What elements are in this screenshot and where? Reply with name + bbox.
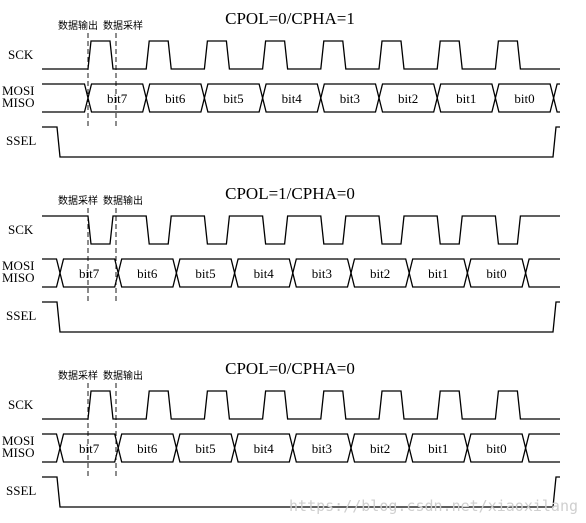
watermark: https://blog.csdn.net/xiaoxilang [289,497,578,515]
annotation-sample: 数据采样 [58,369,98,382]
miso-label: MISO [2,270,35,285]
bit-label: bit1 [428,441,448,456]
bit-label: bit5 [195,266,215,281]
mosi-label: MOSI [2,258,35,273]
sck-waveform [42,40,560,70]
mosi-label: MOSI [2,83,35,98]
sck-waveform [42,390,560,420]
ssel-waveform [42,126,560,158]
miso-label: MISO [2,95,35,110]
bit-label: bit4 [282,91,303,106]
ssel-label: SSEL [6,308,36,323]
ssel-label: SSEL [6,133,36,148]
bus-idle-trail [552,83,560,113]
bit-label: bit2 [370,266,390,281]
panel-title: CPOL=0/CPHA=0 [225,359,355,378]
bit-label: bit0 [514,91,534,106]
bus-idle-trail [524,258,560,288]
ssel-waveform [42,301,560,333]
bit-label: bit7 [79,266,100,281]
ssel-waveform [42,476,560,508]
bit-label: bit4 [254,441,275,456]
bus-idle-lead [42,83,89,113]
bit-label: bit3 [340,91,360,106]
bit-label: bit2 [398,91,418,106]
bus-idle-lead [42,433,61,463]
bit-label: bit6 [137,441,158,456]
sck-label: SCK [8,397,34,412]
bit-label: bit0 [486,441,506,456]
bit-label: bit5 [223,91,243,106]
bit-label: bit7 [107,91,128,106]
annotation-sample: 数据采样 [58,194,98,207]
panel-title: CPOL=1/CPHA=0 [225,184,355,203]
mosi-label: MOSI [2,433,35,448]
annotation-sample: 数据采样 [103,19,143,32]
bus-idle-lead [42,258,61,288]
annotation-output: 数据输出 [58,19,98,32]
bit-label: bit5 [195,441,215,456]
miso-label: MISO [2,445,35,460]
bit-label: bit1 [456,91,476,106]
sck-label: SCK [8,222,34,237]
bit-label: bit7 [79,441,100,456]
bit-label: bit2 [370,441,390,456]
sck-label: SCK [8,47,34,62]
bit-label: bit3 [312,266,332,281]
bit-label: bit3 [312,441,332,456]
bit-label: bit1 [428,266,448,281]
bit-label: bit0 [486,266,506,281]
sck-waveform [42,215,560,245]
bus-idle-trail [524,433,560,463]
bit-label: bit6 [137,266,158,281]
annotation-output: 数据输出 [103,194,143,207]
bit-label: bit4 [254,266,275,281]
annotation-output: 数据输出 [103,369,143,382]
ssel-label: SSEL [6,483,36,498]
bit-label: bit6 [165,91,186,106]
panel-title: CPOL=0/CPHA=1 [225,9,355,28]
